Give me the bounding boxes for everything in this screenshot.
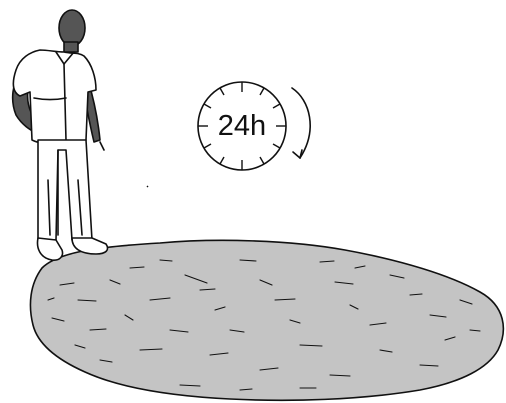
- rotation-arrow-icon: [292, 88, 310, 158]
- ground-patch: [30, 240, 503, 400]
- person-figure: [13, 10, 108, 260]
- timer-label: 24h: [202, 110, 282, 142]
- stray-mark: [147, 186, 148, 187]
